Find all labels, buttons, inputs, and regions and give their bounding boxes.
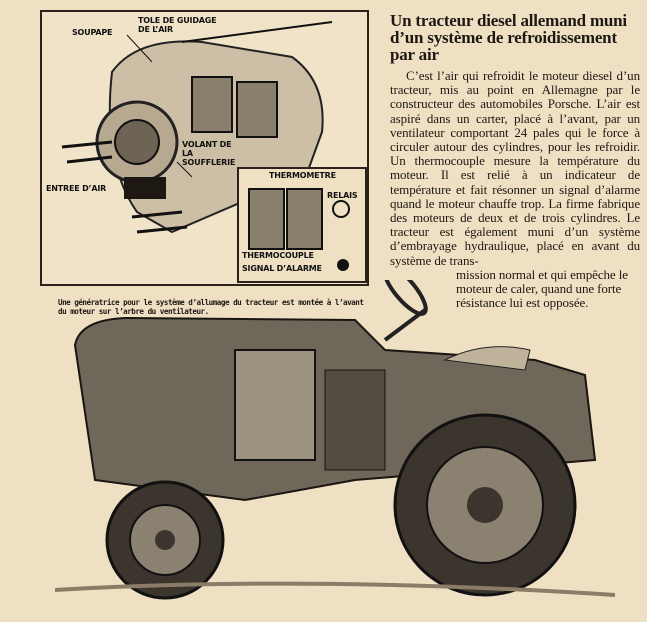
label-tole: TOLE DE GUIDAGE DE L’AIR xyxy=(138,16,217,34)
article-title: Un tracteur diesel allemand muni d’un sy… xyxy=(390,11,627,64)
article-column: Un tracteur diesel allemand muni d’un sy… xyxy=(390,12,640,310)
article-body-end: mission normal et qui empêche le moteur … xyxy=(456,266,628,311)
label-thermometre: THERMOMETRE xyxy=(269,171,336,180)
label-thermocouple: THERMOCOUPLE xyxy=(242,251,314,260)
label-relais: RELAIS xyxy=(327,191,358,200)
engine-illustration xyxy=(61,21,333,234)
label-signal: SIGNAL D’ALARME xyxy=(242,264,322,273)
figure-caption: Une génératrice pour le système d’alluma… xyxy=(58,298,364,316)
thermocouple-inset: THERMOMETRE RELAIS THERMOCOUPLE SIGNAL D… xyxy=(237,167,367,283)
article-body: C’est l’air qui refroidit le moteur dies… xyxy=(390,68,640,268)
label-entree: ENTREE D’AIR xyxy=(46,184,107,193)
engine-diagram: SOUPAPE TOLE DE GUIDAGE DE L’AIR VOLANT … xyxy=(40,10,369,286)
tractor-cutaway-illustration xyxy=(55,280,615,600)
article-paragraph: C’est l’air qui refroidit le moteur dies… xyxy=(390,68,640,268)
label-volant: VOLANT DE LA SOUFFLERIE xyxy=(182,140,236,167)
thermocouple-illustration xyxy=(248,188,350,271)
label-soupape: SOUPAPE xyxy=(72,28,113,37)
